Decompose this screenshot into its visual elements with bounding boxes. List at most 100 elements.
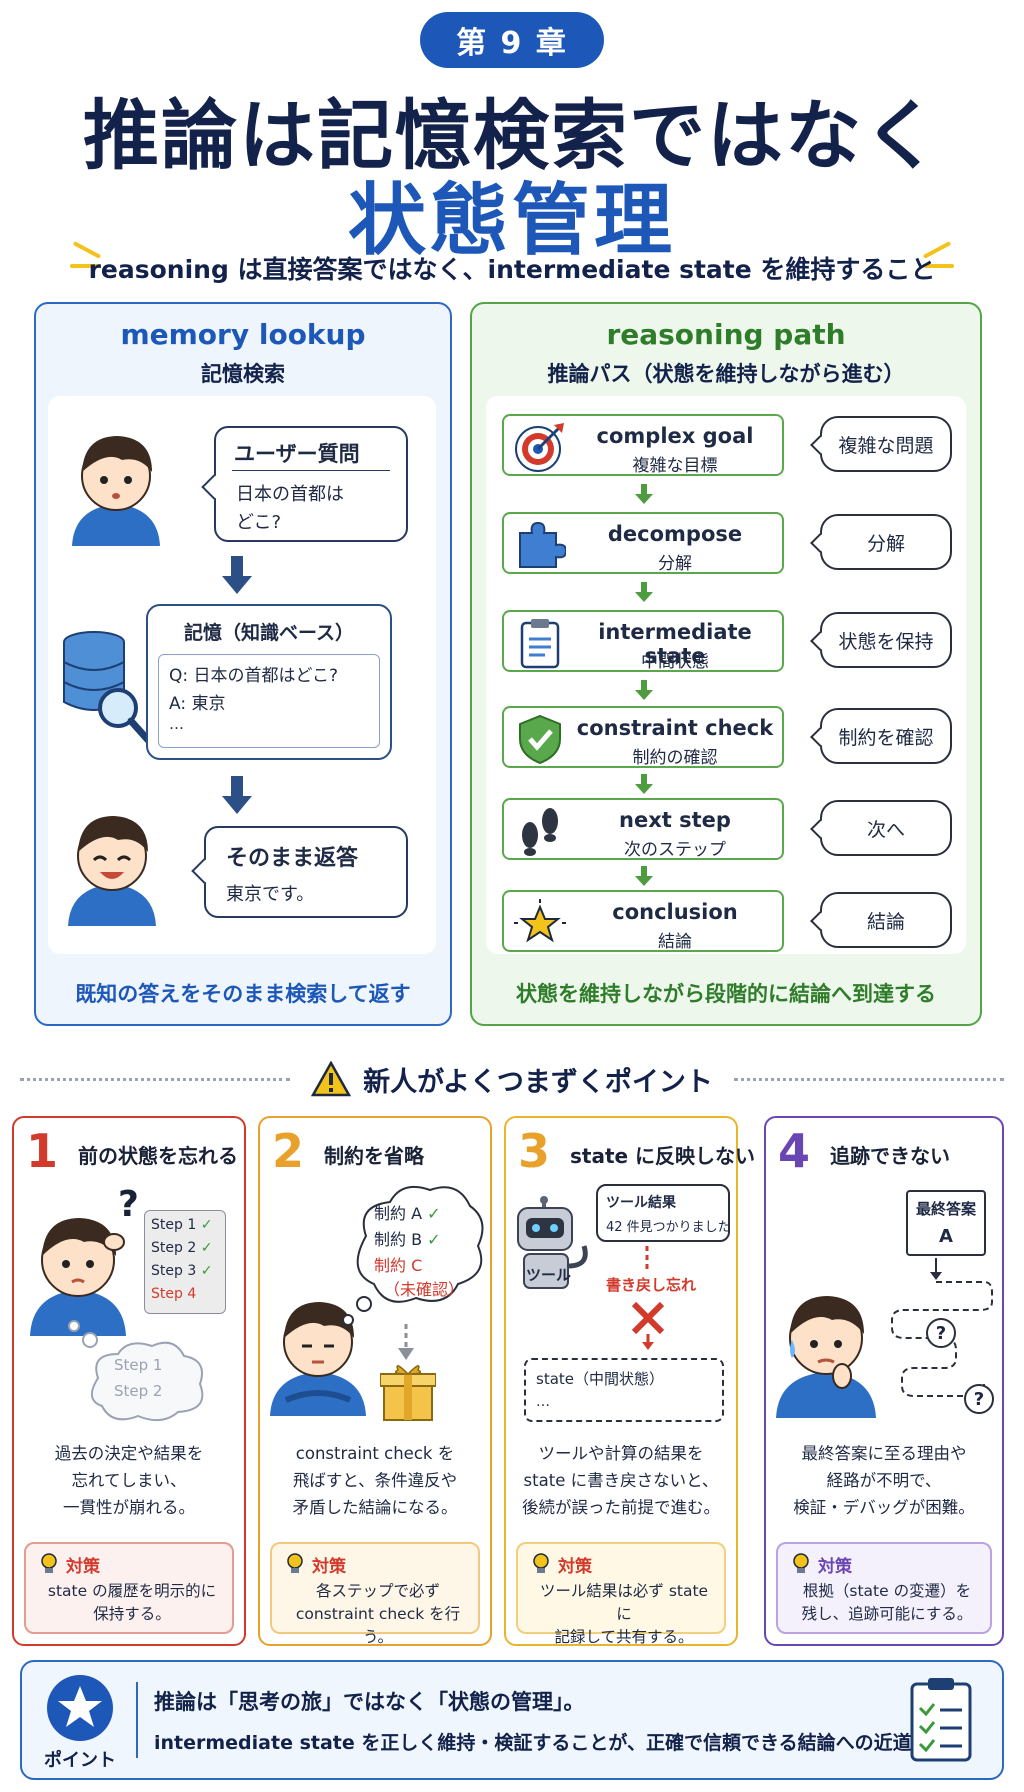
forgot-writeback-label: 書き戻し忘れ [606, 1276, 697, 1294]
step-list-item: Step 2 ✓ [151, 1240, 213, 1256]
memory-panel-footer: 既知の答えをそのまま検索して返す [75, 982, 411, 1006]
constraint-b: 制約 B ✓ [374, 1230, 441, 1249]
arrow-down-icon [635, 582, 653, 602]
boy-worried-icon [776, 1296, 876, 1418]
card-number: 3 [518, 1124, 551, 1178]
side-bubble-next: 次へ [810, 800, 952, 856]
step-constraint-check: constraint check 制約の確認 [502, 706, 784, 768]
memory-panel-title-jp: 記憶検索 [201, 362, 285, 386]
dotted-divider [734, 1078, 1004, 1081]
spark-decoration [70, 264, 100, 268]
page-title-line2: 状態管理 [347, 176, 676, 266]
constraint-a: 制約 A ✓ [374, 1204, 441, 1223]
card-fix-box: 対策 根拠（state の変遷）を残し、追跡可能にする。 [776, 1542, 992, 1634]
warning-icon [311, 1061, 352, 1097]
step-next-step: next step 次のステップ [502, 798, 784, 860]
answer-bubble: そのまま返答 東京です。 [204, 826, 408, 918]
step-en: next step [619, 808, 731, 832]
target-icon [515, 423, 564, 472]
lightbulb-icon [41, 1553, 57, 1573]
question-divider [232, 470, 390, 471]
side-bubble-decompose: 分解 [810, 514, 952, 570]
dotted-divider [20, 1078, 290, 1081]
tool-result-title: ツール結果 [606, 1195, 676, 1211]
step-intermediate-state: intermediate state 中間状態 [502, 610, 784, 672]
step-jp: 中間状態 [641, 652, 709, 672]
side-label: 状態を保持 [838, 630, 934, 653]
step-conclusion: conclusion 結論 [502, 890, 784, 952]
question-circle-icon: ? [926, 1318, 956, 1348]
step-jp: 制約の確認 [632, 748, 718, 768]
star-badge-icon [47, 1675, 113, 1741]
page-subtitle: reasoning は直接答案ではなく、intermediate state を… [88, 255, 936, 284]
step-list-box: Step 1 ✓ Step 2 ✓ Step 3 ✓ Step 4 [144, 1210, 226, 1314]
dashed-line [645, 1246, 649, 1272]
card-number: 4 [778, 1124, 811, 1178]
arrow-down-icon [635, 484, 653, 504]
clipboard-icon [520, 619, 560, 669]
step-decompose: decompose 分解 [502, 512, 784, 574]
step-jp: 複雑な目標 [632, 456, 718, 476]
boy-confused-icon [30, 1218, 126, 1336]
step-en: conclusion [612, 900, 738, 924]
thought-cloud-icon [68, 1320, 204, 1422]
step-jp: 分解 [658, 554, 692, 574]
step-en: decompose [607, 522, 743, 546]
step-jp: 結論 [658, 932, 692, 952]
side-bubble-conclusion: 結論 [810, 892, 952, 948]
question-mark: ? [118, 1184, 139, 1225]
arrow-down-icon [635, 774, 653, 794]
state-title: state（中間状態） [536, 1370, 664, 1388]
user-question-bubble: ユーザー質問 日本の首都は どこ? [214, 426, 408, 542]
chapter-badge: 第 9 章 [420, 12, 604, 68]
pitfall-card-2: 2 制約を省略 制約 A ✓ 制約 B ✓ 制約 C （未確認） constra… [258, 1116, 492, 1646]
reasoning-panel-footer: 状態を維持しながら段階的に結論へ到達する [516, 982, 936, 1006]
memory-question: Q: 日本の首都はどこ? [169, 666, 339, 686]
reasoning-panel-title-en: reasoning path [606, 318, 846, 351]
memory-knowledge-box: 記憶（知識ベース） Q: 日本の首都はどこ? A: 東京 … [146, 604, 392, 760]
state-box: state（中間状態） … [524, 1358, 724, 1422]
step-en: intermediate state [598, 620, 752, 668]
side-label: 次へ [866, 818, 905, 841]
tool-result-text: 42 件見つかりました [606, 1220, 731, 1235]
question-circle-icon: ? [964, 1384, 994, 1414]
step-en: complex goal [596, 424, 754, 448]
constraint-unconfirmed: （未確認） [384, 1280, 465, 1299]
step-jp: 次のステップ [624, 840, 726, 860]
footer-divider [136, 1682, 138, 1758]
database-search-icon [63, 631, 152, 744]
step-complex-goal: complex goal 複雑な目標 [502, 414, 784, 476]
fix-label: 対策 [66, 1557, 100, 1577]
step-list-item: Step 3 ✓ [151, 1263, 213, 1279]
card-number: 2 [272, 1124, 305, 1178]
puzzle-icon [519, 521, 566, 568]
pitfalls-heading: 新人がよくつまずくポイント [290, 1056, 734, 1102]
boy-arms-crossed-icon [270, 1302, 366, 1416]
footer-line1: 推論は「思考の旅」ではなく「状態の管理」。 [154, 1690, 585, 1714]
step-en: constraint check [576, 716, 774, 740]
spark-decoration [924, 264, 954, 268]
arrow-down-icon [222, 556, 252, 594]
fix-label: 対策 [312, 1557, 346, 1577]
footprints-icon [522, 808, 558, 856]
final-answer-value: A [939, 1226, 953, 1247]
pitfall-card-4: 4 追跡できない 最終答案 A ? ? 最終答案に至る理由や経路が不明で、検証・… [764, 1116, 1004, 1646]
fix-text: state の履歴を明示的に保持する。 [47, 1582, 217, 1623]
card-title: 前の状態を忘れる [78, 1144, 238, 1168]
shield-check-icon [519, 714, 561, 765]
fix-text: 根拠（state の変遷）を残し、追跡可能にする。 [801, 1582, 973, 1623]
dashed-arrow-down-icon [398, 1324, 414, 1360]
memory-entry-box: Q: 日本の首都はどこ? A: 東京 … [158, 654, 380, 748]
boy-smiling-icon [68, 816, 156, 926]
card-description: 最終答案に至る理由や経路が不明で、検証・デバッグが困難。 [793, 1444, 975, 1517]
checklist-icon [910, 1678, 972, 1762]
card-description: constraint check を飛ばすと、条件違反や矛盾した結論になる。 [292, 1444, 458, 1517]
final-answer-box: 最終答案 A [906, 1190, 986, 1256]
arrow-down-icon [635, 866, 653, 886]
final-answer-title: 最終答案 [915, 1200, 976, 1218]
page-title-line1: 推論は記憶検索ではなく [83, 91, 941, 180]
thought-cloud-icon [356, 1186, 484, 1303]
